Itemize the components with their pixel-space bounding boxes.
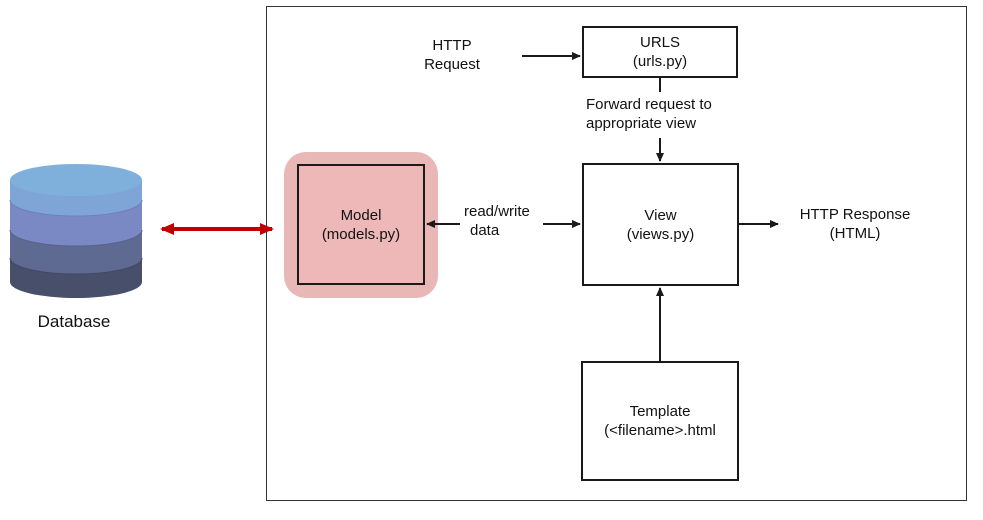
http-response-label: HTTP Response (HTML) — [799, 206, 911, 242]
view-box[interactable]: View (views.py) — [582, 163, 739, 286]
model-title: Model — [340, 206, 382, 224]
http-request-label: HTTP Request — [424, 37, 480, 73]
urls-title: URLS — [639, 34, 680, 51]
template-box[interactable]: Template (<filename>.html — [581, 361, 739, 481]
view-file: (views.py) — [626, 225, 695, 243]
model-file: (models.py) — [321, 225, 401, 243]
model-box[interactable]: Model (models.py) — [297, 164, 425, 285]
django-app-frame — [266, 6, 967, 501]
urls-file: (urls.py) — [632, 53, 688, 70]
view-title: View — [644, 206, 677, 224]
urls-box[interactable]: URLS (urls.py) — [582, 26, 738, 78]
template-title: Template — [629, 403, 691, 420]
database-label: Database — [37, 312, 111, 331]
database-top — [10, 164, 142, 196]
forward-request-label: Forward request to appropriate view — [586, 96, 712, 132]
template-file: (<filename>.html — [604, 422, 716, 439]
read-write-label: read/write data — [464, 203, 530, 239]
database-icon — [9, 164, 143, 298]
